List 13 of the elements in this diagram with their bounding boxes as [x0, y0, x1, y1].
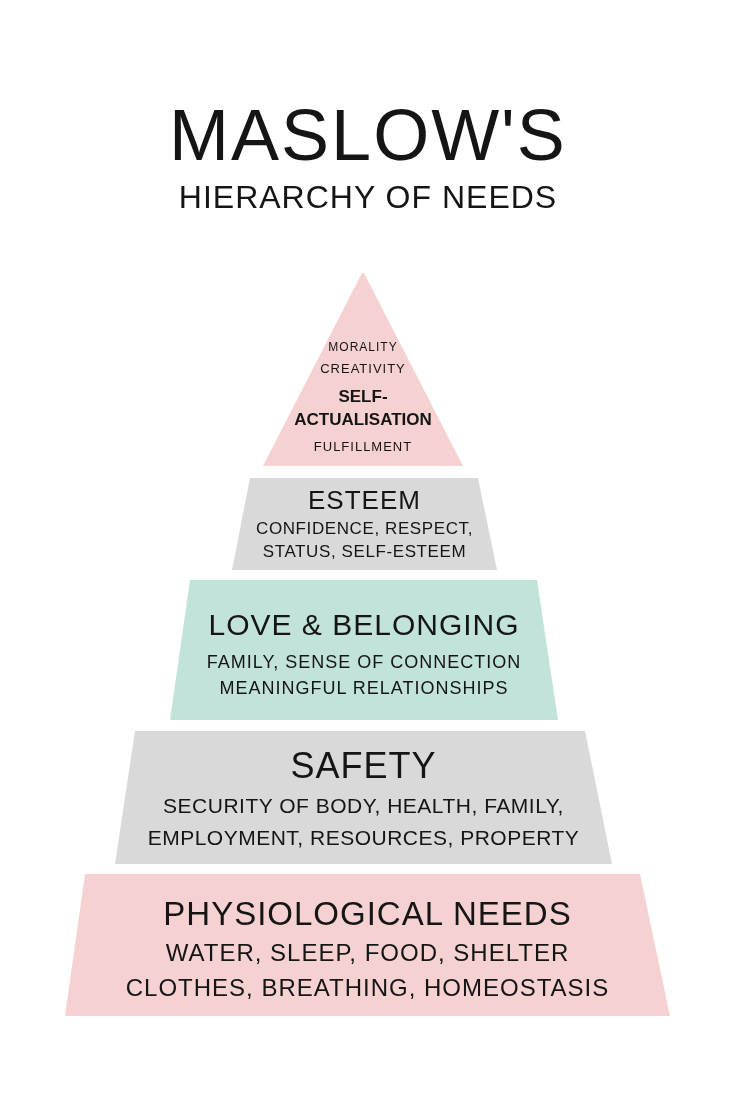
need-item: CREATIVITY: [320, 360, 406, 378]
tier-heading: ESTEEM: [308, 484, 421, 517]
tier-heading: LOVE & BELONGING: [208, 607, 520, 643]
tier-heading: PHYSIOLOGICAL NEEDS: [163, 894, 572, 934]
tier-description: WATER, SLEEP, FOOD, SHELTER CLOTHES, BREATHING, HOMEOSTASIS: [124, 937, 611, 1003]
need-item: FULFILLMENT: [313, 438, 413, 456]
tier-heading: SAFETY: [290, 744, 437, 788]
tier-description: CONFIDENCE, RESPECT, STATUS, SELF-ESTEEM: [255, 517, 474, 563]
tier-description: FAMILY, SENSE OF CONNECTION MEANINGFUL RELATIONSHIPS: [205, 651, 523, 701]
tier-description: SECURITY OF BODY, HEALTH, FAMILY, EMPLOYMENT, RESOURCES, PROPERTY: [146, 792, 581, 852]
need-item: MORALITY: [328, 339, 398, 356]
tier-heading: SELF-ACTUALISATION: [293, 386, 433, 431]
poster-title: MASLOW'S HIERARCHY OF NEEDS: [168, 94, 568, 217]
